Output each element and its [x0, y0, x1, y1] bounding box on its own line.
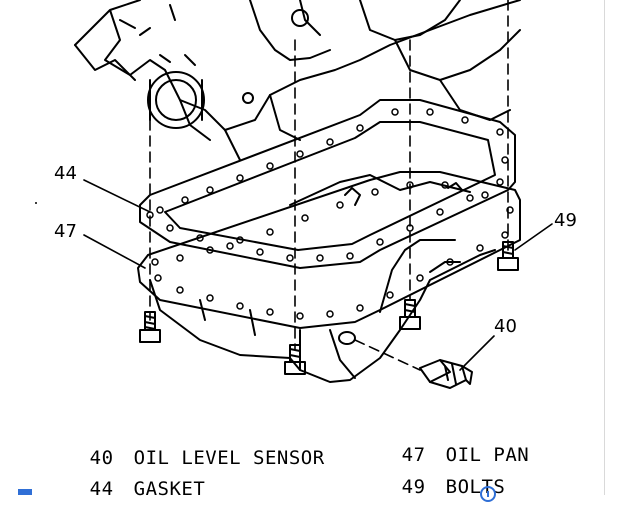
legend-number: 47: [401, 444, 426, 466]
oil-pan: [137, 171, 521, 383]
gasket: [139, 99, 516, 269]
bolts: [139, 241, 519, 375]
legend-item: 47 OIL PAN: [330, 422, 529, 488]
alignment-lines: [149, 0, 509, 371]
callout-49: 49: [554, 210, 577, 231]
legend-number: 49: [401, 476, 426, 498]
bolt: [399, 299, 421, 330]
legend-label: OIL LEVEL SENSOR: [133, 447, 325, 469]
bolt: [139, 311, 161, 343]
bolt: [284, 344, 306, 375]
legend-item: 40 OIL LEVEL SENSOR: [18, 425, 325, 491]
callout-40: 40: [494, 316, 517, 337]
viewer-tab-marker[interactable]: [18, 489, 32, 495]
info-icon[interactable]: [480, 486, 496, 502]
callout-47: 47: [54, 221, 77, 242]
legend-label: OIL PAN: [445, 444, 530, 466]
legend-number: 40: [89, 447, 114, 469]
bolt: [497, 241, 519, 271]
callout-44: 44: [54, 163, 77, 184]
engine-block: [74, 0, 521, 161]
oil-pan-exploded-diagram: [35, 0, 553, 389]
leader-lines: [83, 179, 553, 371]
viewer-bottom-strip: [0, 487, 618, 495]
oil-level-sensor: [419, 359, 473, 389]
